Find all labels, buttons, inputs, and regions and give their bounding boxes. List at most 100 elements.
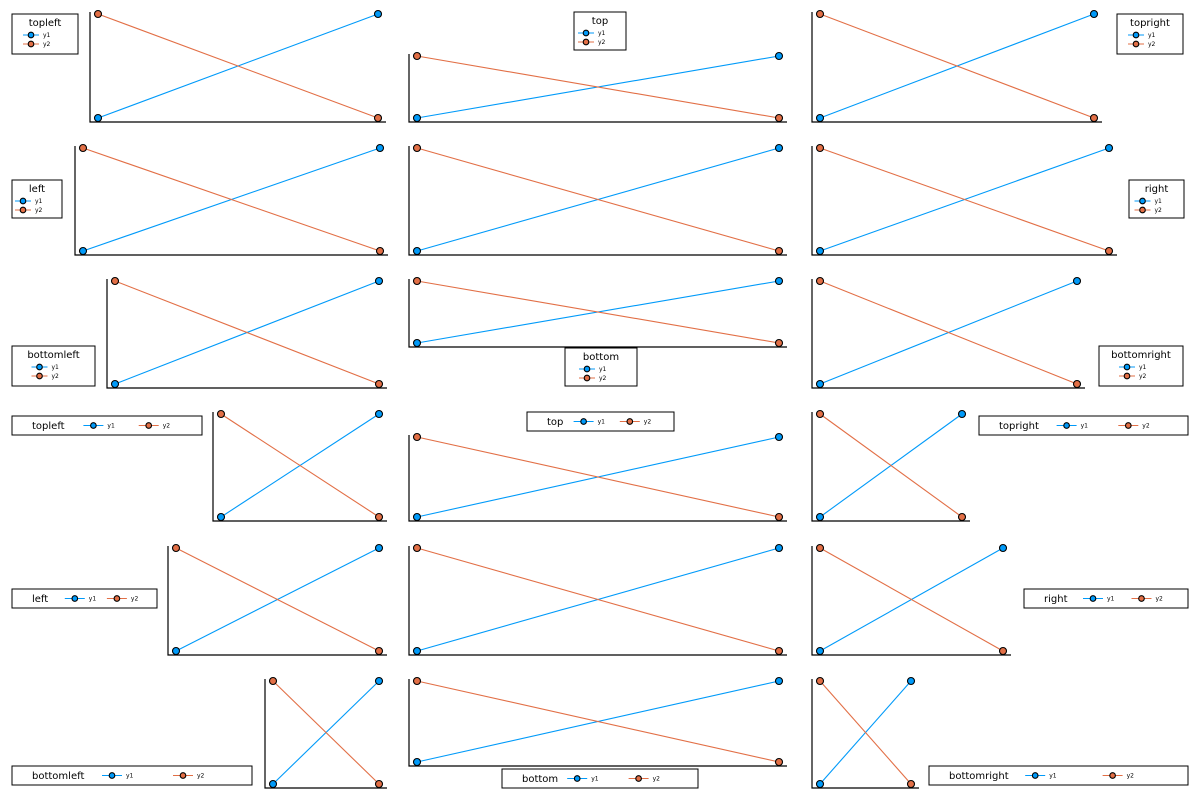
axes-frame — [408, 279, 787, 348]
subplot-5 — [408, 143, 787, 256]
legend-marker-y1 — [573, 775, 581, 782]
series-line-y2 — [416, 280, 780, 344]
data-point-y1 — [110, 379, 120, 389]
data-point-y2 — [957, 512, 967, 522]
axes-frame — [89, 12, 386, 123]
legend-box — [1128, 179, 1185, 219]
legend-box — [11, 415, 203, 436]
data-point-y2 — [815, 9, 825, 19]
data-point-y2 — [216, 409, 226, 419]
series-line-y2 — [819, 280, 1078, 385]
data-point-y2 — [774, 512, 784, 522]
axes-frame — [408, 546, 787, 656]
data-point-y2 — [815, 276, 825, 286]
legend-label-y1: y1 — [52, 364, 60, 371]
legend-title: right — [1145, 184, 1169, 195]
data-point-y2 — [412, 276, 422, 286]
data-point-y1 — [815, 646, 825, 656]
data-point-y2 — [375, 246, 385, 256]
data-point-y2 — [78, 143, 88, 153]
legend-title: bottom — [583, 352, 619, 363]
legend-title: topleft — [29, 18, 62, 29]
data-point-y2 — [374, 646, 384, 656]
legend-marker-y2 — [113, 595, 121, 602]
data-point-y2 — [412, 676, 422, 686]
data-point-y1 — [774, 51, 784, 61]
legend-label-y2: y2 — [598, 39, 606, 46]
data-point-y2 — [412, 143, 422, 153]
legend-marker-y1 — [583, 365, 591, 373]
axes-frame — [811, 679, 919, 789]
legend-box — [1098, 345, 1184, 387]
legend-label-y1: y1 — [1081, 423, 1089, 430]
legend-marker-y2 — [1132, 40, 1140, 48]
legend-box — [11, 345, 96, 387]
legend-box — [501, 768, 699, 789]
axes-frame — [408, 679, 787, 767]
legend-label-y2: y2 — [43, 41, 51, 48]
legend-label-y1: y1 — [1148, 32, 1156, 39]
data-point-y1 — [1072, 276, 1082, 286]
legend-title: bottomleft — [27, 350, 79, 361]
legend-label-y1: y1 — [43, 32, 51, 39]
legend-title: topright — [1130, 18, 1170, 29]
axes-frame — [212, 412, 387, 522]
series-line-y2 — [416, 547, 780, 652]
data-point-y1 — [774, 543, 784, 553]
series-line-y2 — [416, 147, 780, 252]
data-point-y2 — [774, 757, 784, 767]
axes-frame — [811, 146, 1117, 256]
series-line-y2 — [114, 280, 380, 385]
legend-label-y2: y2 — [653, 776, 661, 783]
legend-box — [526, 411, 675, 432]
legend-marker-y1 — [582, 29, 590, 37]
data-point-y1 — [1104, 143, 1114, 153]
legend-marker-y1 — [580, 418, 587, 425]
legend-label-y1: y1 — [1049, 773, 1057, 780]
legend-marker-y2 — [583, 374, 591, 382]
legend-marker-y1 — [36, 363, 43, 371]
legend-box — [1116, 13, 1184, 55]
data-point-y1 — [815, 246, 825, 256]
data-point-y2 — [412, 543, 422, 553]
legend-label-y2: y2 — [1139, 373, 1147, 380]
legend-box — [1023, 588, 1189, 609]
legend-marker-y2 — [626, 418, 634, 425]
axes-frame — [408, 435, 787, 522]
legend-marker-y1 — [1031, 772, 1039, 779]
legend-box — [564, 347, 638, 387]
data-point-y1 — [815, 379, 825, 389]
data-point-y2 — [374, 779, 384, 789]
legend-box — [573, 11, 627, 51]
legend-label-y1: y1 — [598, 30, 606, 37]
axes-frame — [811, 12, 1102, 123]
legend-marker-y2 — [1139, 206, 1146, 214]
legend-box — [928, 765, 1189, 786]
axes-frame — [408, 54, 787, 123]
legend-label-y2: y2 — [35, 207, 43, 214]
data-point-y1 — [375, 143, 385, 153]
data-point-y1 — [998, 543, 1008, 553]
legend-marker-y2 — [27, 40, 35, 48]
legend-title: bottomright — [1111, 350, 1171, 361]
data-point-y1 — [815, 512, 825, 522]
axes-frame — [811, 546, 1011, 656]
legend-marker-y2 — [1123, 372, 1131, 380]
data-point-y2 — [815, 143, 825, 153]
legend-label-y1: y1 — [107, 423, 115, 430]
legend-title: bottomright — [949, 771, 1009, 782]
